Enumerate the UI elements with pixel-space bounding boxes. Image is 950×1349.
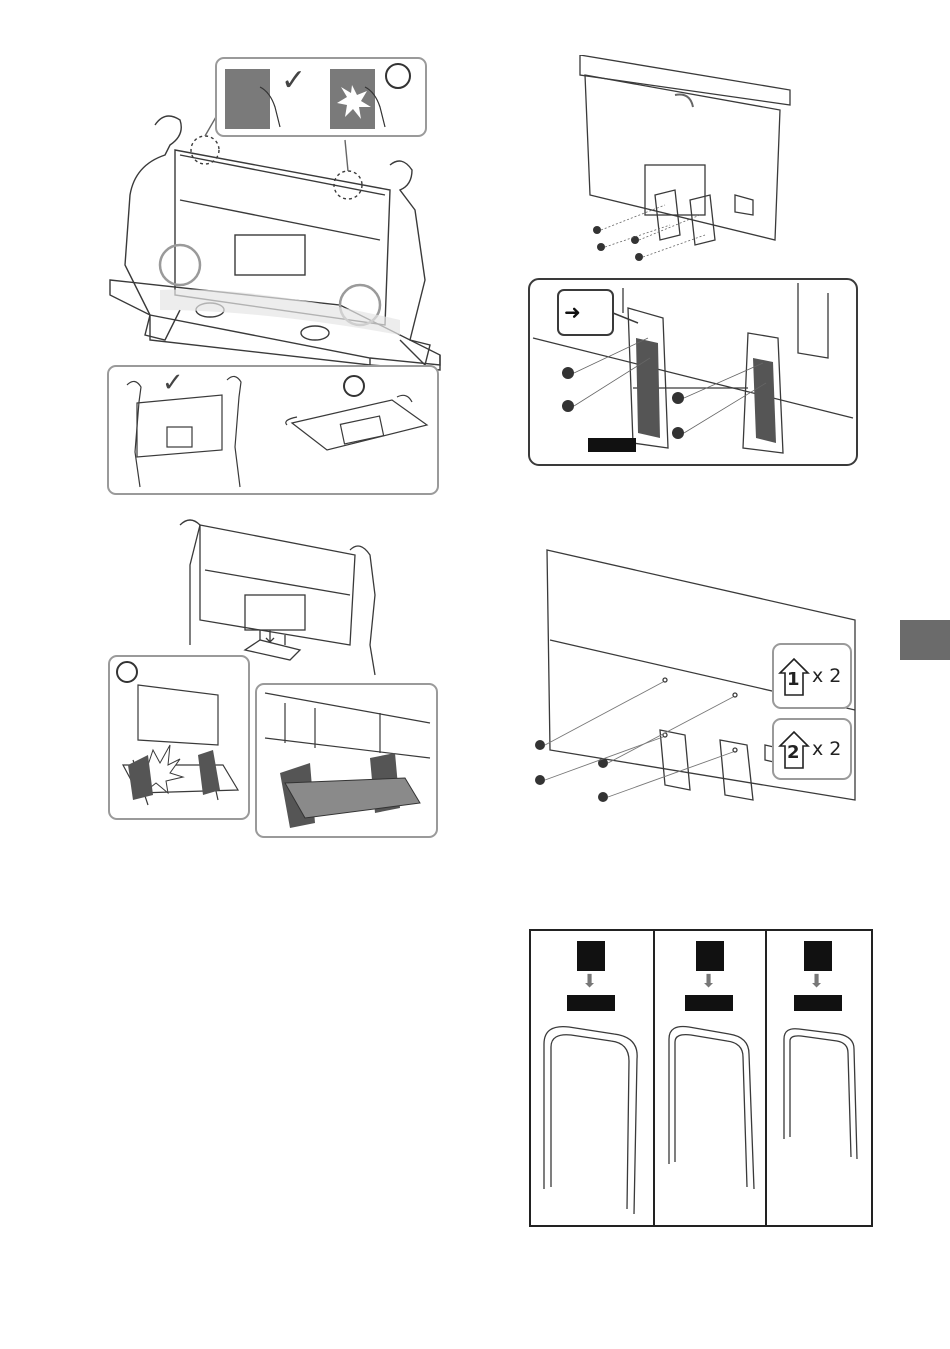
bracket-screw-detail-inset: ➜: [528, 278, 858, 466]
arrow-right-icon: ➜: [564, 300, 581, 325]
attach-bracket-illustration: [575, 55, 800, 265]
size-label-box-2: [696, 941, 724, 971]
model-label-box-3: [794, 995, 842, 1011]
stand-size-table: ⬇ ⬇ ⬇: [529, 929, 873, 1227]
checkmark-icon: ✓: [162, 367, 184, 398]
size-label-box-3: [804, 941, 832, 971]
model-label-box-2: [685, 995, 733, 1011]
prohibited-icon: [116, 661, 138, 683]
arrow-down-icon: ⬇: [582, 971, 597, 992]
step2-number: 2: [787, 742, 800, 763]
arrow-down-icon: ⬇: [701, 971, 716, 992]
wrong-stand-placement-inset: [108, 655, 250, 820]
screw-label-box: [588, 438, 636, 452]
step1-screw-callout: 1 x 2: [772, 643, 852, 709]
step2-quantity: x 2: [812, 738, 841, 760]
step2-screw-callout: 2 x 2: [772, 718, 852, 780]
step1-quantity: x 2: [812, 665, 841, 687]
size-label-box-1: [577, 941, 605, 971]
checkmark-icon: ✓: [281, 63, 306, 98]
hand-position-inset: ✓: [215, 57, 427, 137]
stand-seated-inset: [255, 683, 438, 838]
step1-number: 1: [787, 669, 800, 690]
prohibited-icon: [343, 375, 365, 397]
model-label-box-1: [567, 995, 615, 1011]
arrow-down-icon: ⬇: [809, 971, 824, 992]
prohibited-icon: [385, 63, 411, 89]
section-tab: [900, 620, 950, 660]
carry-orientation-inset: ✓: [107, 365, 439, 495]
